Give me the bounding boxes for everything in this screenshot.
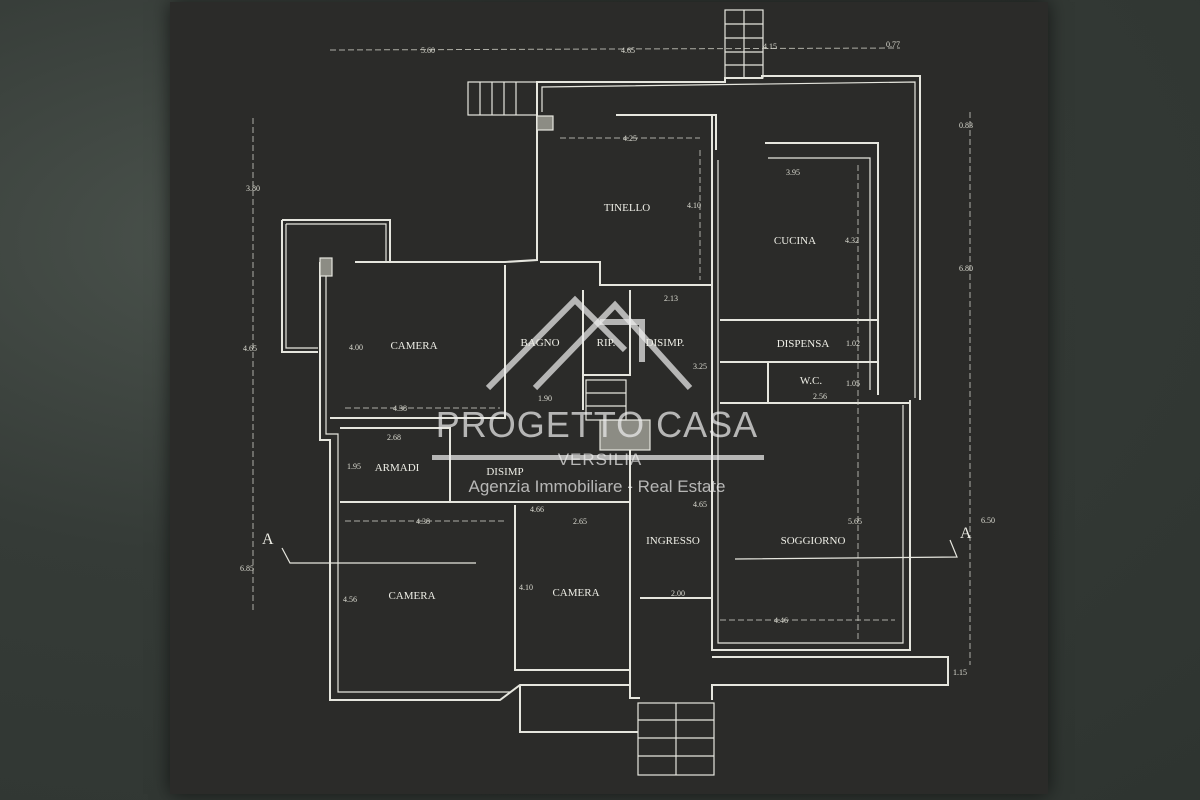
dimension-label: 1.02 <box>846 339 860 348</box>
dimension-label: 0.83 <box>959 121 973 130</box>
room-label-ingresso: INGRESSO <box>646 535 700 547</box>
watermark: PROGETTO CASA VERSILIA Agenzia Immobilia… <box>432 295 764 496</box>
dimension-label: 5.65 <box>848 517 862 526</box>
dimension-label: 1.90 <box>538 394 552 403</box>
dimension-label: 1.95 <box>347 462 361 471</box>
watermark-sub: VERSILIA <box>558 450 643 469</box>
dimension-label: 4.25 <box>623 134 637 143</box>
section-lines: A A <box>262 525 972 564</box>
dimension-label: 4.46 <box>774 616 788 625</box>
dimension-label: 6.85 <box>240 564 254 573</box>
dimension-lines <box>252 47 971 665</box>
dimension-label: 4.66 <box>530 505 544 514</box>
dimension-label: 3.80 <box>246 184 260 193</box>
dimension-label: 2.65 <box>573 517 587 526</box>
dimension-label: 4.65 <box>693 500 707 509</box>
dimension-label: 3.25 <box>693 362 707 371</box>
watermark-brand: PROGETTO CASA <box>436 404 758 445</box>
dimension-label: 4.65 <box>243 344 257 353</box>
dimension-label: 4.32 <box>845 236 859 245</box>
dimension-label: 1.05 <box>846 379 860 388</box>
dimension-label: 5.60 <box>421 46 435 55</box>
house-roof-icon <box>485 295 693 391</box>
room-label-cucina: CUCINA <box>774 235 816 247</box>
room-label-camera: CAMERA <box>390 340 437 352</box>
dimension-label: 4.38 <box>393 404 407 413</box>
room-label-wc: W.C. <box>800 375 822 387</box>
dimension-label: 4.10 <box>687 201 701 210</box>
walls <box>281 75 949 733</box>
dimension-label: 4.00 <box>349 343 363 352</box>
dimension-label: 6.50 <box>981 516 995 525</box>
section-mark-right: A <box>960 525 972 542</box>
dimension-label: 6.80 <box>959 264 973 273</box>
room-label-camera-3: CAMERA <box>552 587 599 599</box>
room-label-soggiorno: SOGGIORNO <box>781 535 846 547</box>
dimension-label: 4.38 <box>416 517 430 526</box>
room-label-disimpegno-2: DISIMP <box>486 466 523 478</box>
room-label-bagno: BAGNO <box>520 337 559 349</box>
room-label-dispensa: DISPENSA <box>777 338 830 350</box>
room-label-armadi: ARMADI <box>375 462 420 474</box>
dimension-label: 2.68 <box>387 433 401 442</box>
dimension-label: 4.10 <box>519 583 533 592</box>
dimension-label: 0.77 <box>886 40 900 49</box>
room-labels: TINELLO CUCINA CAMERA BAGNO RIP. DISIMP.… <box>375 202 846 602</box>
watermark-bar <box>432 455 764 460</box>
dimension-label: 4.65 <box>621 46 635 55</box>
dimension-label: 1.15 <box>953 668 967 677</box>
room-label-tinello: TINELLO <box>604 202 650 214</box>
floor-plan-sheet <box>170 2 1048 794</box>
dimension-label: 2.13 <box>664 294 678 303</box>
dimension-label: 3.95 <box>786 168 800 177</box>
section-mark-left: A <box>262 531 274 548</box>
dimension-label: 4.15 <box>763 42 777 51</box>
dimension-label: 2.56 <box>813 392 827 401</box>
dimension-label: 4.56 <box>343 595 357 604</box>
dimension-labels: 5.60 4.65 4.15 0.77 4.25 3.95 4.10 4.32 … <box>240 40 995 677</box>
watermark-tagline: Agenzia Immobiliare - Real Estate <box>468 477 725 496</box>
room-label-disimpegno: DISIMP. <box>646 337 685 349</box>
dimension-label: 2.00 <box>671 589 685 598</box>
room-label-camera-2: CAMERA <box>388 590 435 602</box>
room-label-ripostiglio: RIP. <box>597 337 616 349</box>
stairs <box>467 9 764 776</box>
